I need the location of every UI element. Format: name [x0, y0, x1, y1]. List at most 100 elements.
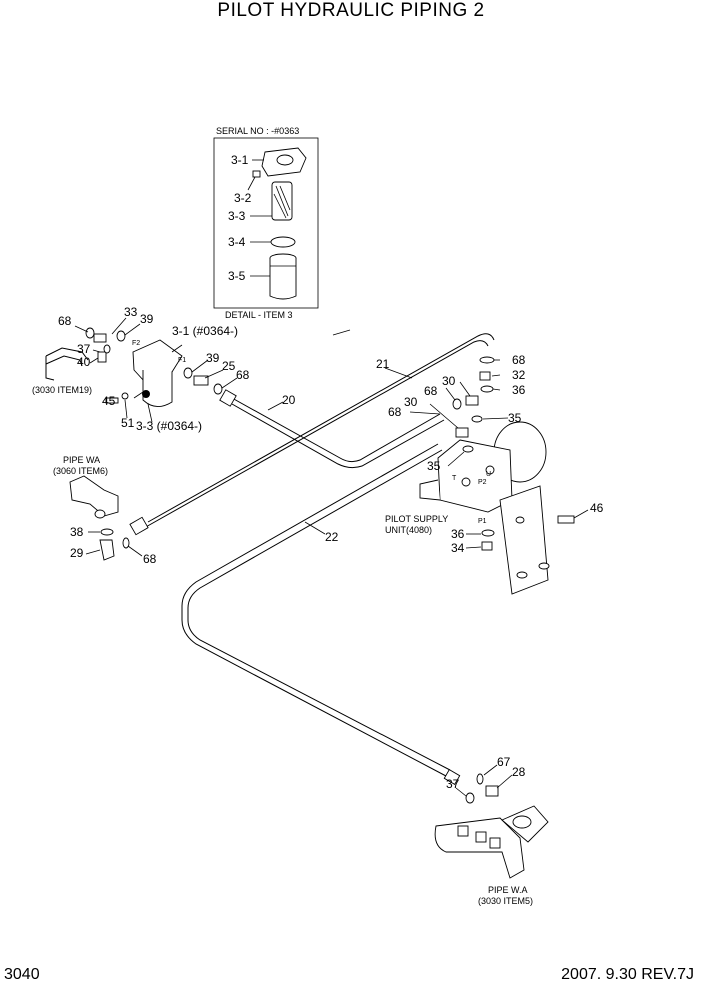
pipe-wa-ref: (3060 ITEM6) [53, 466, 108, 476]
o-ring-36-b [481, 529, 495, 537]
fitting-25 [193, 375, 209, 386]
pipe-3030-item19-label: (3030 ITEM19) [32, 385, 92, 395]
plug-part [252, 170, 261, 178]
o-ring-67 [476, 773, 484, 785]
revision-date: 2007. 9.30 REV.7J [561, 966, 694, 983]
pipe-wa-title: PIPE WA [63, 455, 100, 465]
label-35: 35 [508, 411, 522, 425]
pilot-supply-unit: T P2 U P1 [419, 421, 550, 595]
filter-head-part [261, 147, 307, 177]
detail-label-3-4: 3-4 [228, 235, 246, 249]
label-25: 25 [222, 359, 236, 373]
label-68: 68 [424, 384, 438, 398]
port-f2-label: F2 [132, 340, 140, 347]
label-68: 68 [512, 353, 526, 367]
label-33: 33 [124, 305, 138, 319]
label-3-3: 3-3 (#0364-) [136, 419, 202, 433]
detail-caption: DETAIL - ITEM 3 [225, 310, 293, 320]
label-45: 45 [102, 394, 116, 408]
label-30: 30 [404, 395, 418, 409]
label-51: 51 [121, 416, 135, 430]
label-68: 68 [236, 368, 250, 382]
fitting-34 [481, 541, 493, 551]
elbow-28 [485, 785, 499, 797]
hose-21 [129, 333, 495, 536]
line-filter-assembly: F2 F1 [132, 339, 186, 407]
o-ring-38 [100, 528, 114, 536]
pilot-supply-label-2: UNIT(4080) [385, 525, 432, 535]
leader-lines [74, 317, 589, 797]
detail-label-3-3: 3-3 [228, 209, 246, 223]
fitting-32 [479, 371, 491, 381]
elbow-30-b [455, 427, 469, 438]
part-labels: 68 33 39 3-1 (#0364-) 37 40 39 25 68 20 … [58, 305, 604, 791]
port-u-label: U [486, 471, 491, 478]
label-36: 36 [451, 527, 465, 541]
label-30: 30 [442, 374, 456, 388]
detail-serial: SERIAL NO : -#0363 [216, 126, 299, 136]
o-ring-68-f [122, 537, 130, 549]
label-3-1: 3-1 (#0364-) [172, 324, 238, 338]
label-68: 68 [388, 405, 402, 419]
washer-51 [121, 392, 129, 400]
pipe-wa2-title: PIPE W.A [488, 885, 528, 895]
o-ring-68-c [479, 356, 495, 364]
o-ring-39-a [116, 330, 126, 342]
o-ring-68-b [213, 383, 223, 395]
detail-label-3-2: 3-2 [234, 191, 252, 205]
label-46: 46 [590, 501, 604, 515]
pipe-wa2-ref: (3030 ITEM5) [478, 896, 533, 906]
hose-22 [181, 443, 461, 785]
port-f1-label: F1 [178, 357, 186, 364]
label-29: 29 [70, 546, 84, 560]
label-28: 28 [512, 765, 526, 779]
fitting-40 [97, 351, 107, 363]
elbow-29 [99, 539, 115, 561]
page-title: PILOT HYDRAULIC PIPING 2 [217, 0, 485, 21]
label-67: 67 [497, 755, 511, 769]
port-p2-label: P2 [478, 479, 487, 486]
label-32: 32 [512, 368, 526, 382]
label-37: 37 [77, 342, 91, 356]
bolt-46 [557, 515, 575, 524]
o-ring-35-a [471, 415, 483, 423]
filter-element-part [271, 181, 293, 221]
o-ring-part [270, 236, 296, 248]
label-38: 38 [70, 525, 84, 539]
o-ring-68-d [452, 398, 462, 410]
label-21: 21 [376, 357, 390, 371]
label-39: 39 [140, 312, 154, 326]
detail-item-3: SERIAL NO : -#0363 DETAIL - ITEM 3 3-1 3… [213, 126, 319, 320]
port-p1-label: P1 [478, 518, 487, 525]
label-68: 68 [58, 314, 72, 328]
o-ring-37-a [103, 344, 111, 354]
label-36: 36 [512, 383, 526, 397]
hose-20 [219, 389, 445, 469]
elbow-30-a [465, 395, 479, 406]
detail-frame [213, 137, 319, 309]
label-68: 68 [143, 552, 157, 566]
page-number: 3040 [4, 966, 40, 983]
o-ring-37-b [465, 792, 475, 804]
label-22: 22 [325, 530, 339, 544]
pipe-wa-3030-item5 [434, 805, 549, 879]
o-ring-39-b [183, 367, 193, 379]
pilot-supply-label-1: PILOT SUPPLY [385, 514, 448, 524]
detail-label-3-1: 3-1 [231, 153, 249, 167]
port-t-label: T [452, 475, 457, 482]
label-35: 35 [427, 459, 441, 473]
pipe-wa-3060 [69, 475, 119, 519]
o-ring-36-a [480, 385, 494, 393]
o-ring-35-b [462, 445, 474, 453]
label-20: 20 [282, 393, 296, 407]
label-40: 40 [77, 355, 91, 369]
pipe-3030-item19 [45, 347, 89, 381]
o-ring-68-a [85, 327, 95, 339]
fitting-33 [93, 333, 107, 343]
detail-label-3-5: 3-5 [228, 269, 246, 283]
label-34: 34 [451, 541, 465, 555]
label-39: 39 [206, 351, 220, 365]
filter-bowl-part [269, 253, 297, 300]
label-37: 37 [446, 777, 460, 791]
